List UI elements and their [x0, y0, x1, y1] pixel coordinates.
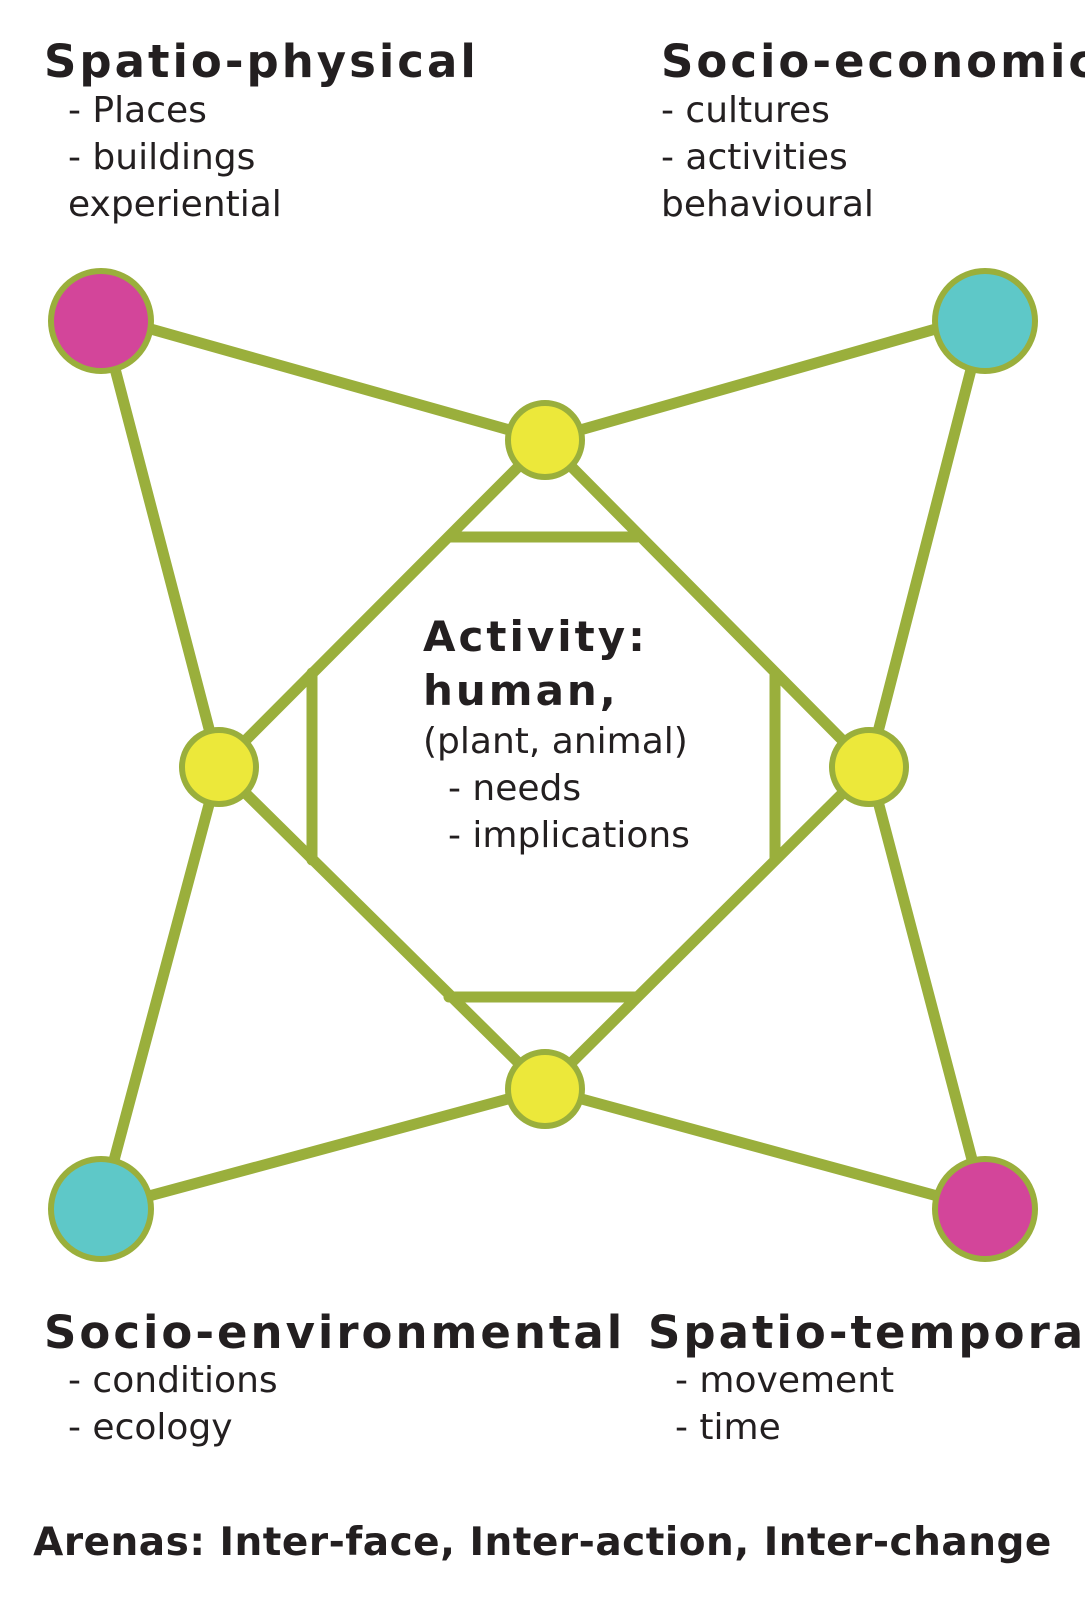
edge-tl-left: [95, 309, 225, 773]
center-line-3: (plant, animal): [423, 721, 688, 762]
socio-economic-item-1: - cultures: [661, 90, 830, 131]
nodes: [48, 268, 1038, 1262]
edge-tl-top: [95, 309, 551, 446]
center-item-needs: - needs: [448, 768, 582, 809]
spatio-physical-item-3: experiential: [68, 184, 282, 225]
socio-economic-item-2: - activities: [661, 137, 848, 178]
center-title-line-2: human,: [423, 666, 619, 715]
edge-br-bottom: [539, 1083, 991, 1215]
corner-node-bottom-left: [48, 1156, 154, 1262]
inner-node-top: [505, 400, 585, 480]
spatio-temporal-item-2: - time: [675, 1407, 781, 1448]
socio-environmental-item-1: - conditions: [68, 1360, 278, 1401]
edge-diamond-tr: [539, 434, 875, 773]
socio-environmental-item-2: - ecology: [68, 1407, 233, 1448]
connector-lines: [95, 309, 991, 1215]
spatio-temporal-title: Spatio-temporal: [648, 1306, 1085, 1359]
spatio-physical-item-1: - Places: [68, 90, 207, 131]
inner-node-left: [179, 727, 259, 807]
socio-environmental-title: Socio-environmental: [44, 1306, 626, 1359]
inner-node-bottom: [505, 1049, 585, 1129]
edge-tr-top: [539, 309, 991, 446]
socio-economic-title: Socio-economic: [661, 35, 1085, 88]
edge-diamond-bl: [213, 761, 551, 1095]
spatio-physical-title: Spatio-physical: [44, 35, 479, 88]
edge-br-right: [863, 761, 991, 1215]
edge-bl-bottom: [95, 1083, 551, 1215]
spatio-physical-item-2: - buildings: [68, 137, 256, 178]
spatio-temporal-item-1: - movement: [675, 1360, 895, 1401]
inner-node-right: [829, 727, 909, 807]
arenas-caption: Arenas: Inter-face, Inter-action, Inter-…: [33, 1520, 1052, 1565]
edge-diamond-br: [539, 761, 875, 1095]
corner-node-top-right: [932, 268, 1038, 374]
corner-node-top-left: [48, 268, 154, 374]
edge-bl-left: [95, 761, 225, 1215]
corner-node-bottom-right: [932, 1156, 1038, 1262]
socio-economic-item-3: behavioural: [661, 184, 874, 225]
center-item-implications: - implications: [448, 815, 690, 856]
center-title-line-1: Activity:: [423, 612, 648, 661]
edge-diamond-tl: [213, 434, 551, 773]
edge-tr-right: [863, 309, 991, 773]
